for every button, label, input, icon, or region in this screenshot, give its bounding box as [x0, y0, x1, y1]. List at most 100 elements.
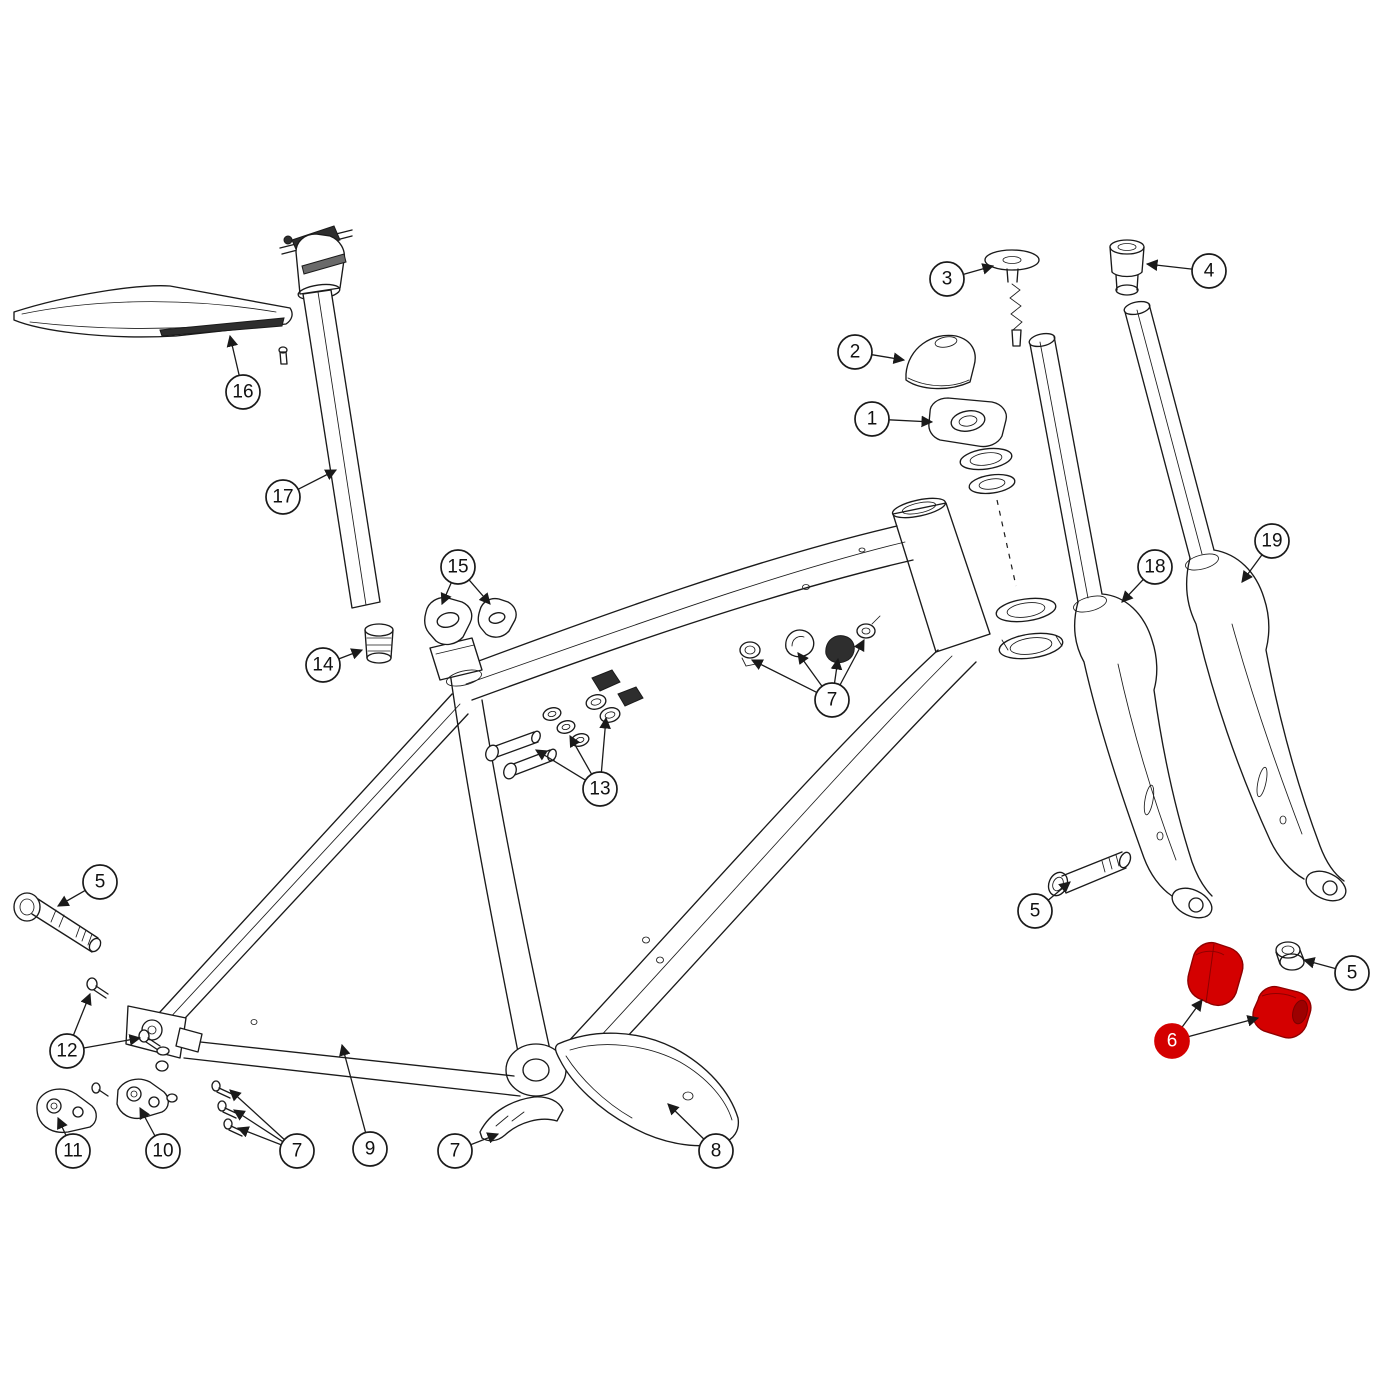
callout-5: 5 — [1017, 881, 1071, 929]
callout-15: 15 — [440, 549, 491, 606]
callout-14: 14 — [305, 647, 364, 683]
callout-number: 5 — [95, 872, 106, 893]
bolts-7-bottom — [211, 1080, 245, 1137]
callout-number: 11 — [63, 1141, 83, 1162]
cable-guide-clips-7 — [739, 615, 881, 667]
leader-line — [72, 992, 92, 1036]
callout-number: 19 — [1261, 531, 1282, 552]
callout-3: 3 — [929, 261, 995, 297]
callout-circle — [305, 647, 341, 683]
callout-number: 7 — [827, 690, 838, 711]
callout-circle — [225, 374, 261, 410]
callout-7: 7 — [750, 638, 865, 718]
callout-circle — [1254, 523, 1290, 559]
callout-4: 4 — [1145, 253, 1227, 289]
seatpost-head — [279, 225, 353, 301]
fork-18 — [1028, 332, 1213, 919]
leader-line — [1181, 999, 1203, 1028]
callout-circle — [854, 401, 890, 437]
callout-number: 3 — [942, 269, 953, 290]
callout-circle — [837, 334, 873, 370]
callout-circle — [1334, 955, 1370, 991]
callout-number: 9 — [365, 1139, 376, 1160]
leader-line — [339, 1043, 367, 1133]
leader-line — [1121, 578, 1144, 603]
callout-circle — [145, 1133, 181, 1169]
headset-bearings — [959, 447, 1064, 660]
callout-number: 7 — [292, 1141, 303, 1162]
callout-circle — [1191, 253, 1227, 289]
downtube-protector-8 — [554, 1032, 740, 1147]
callout-number: 5 — [1030, 901, 1041, 922]
seatpost-clamp-hardware-13 — [485, 669, 644, 780]
leader-line — [440, 582, 452, 606]
callout-1: 1 — [854, 401, 934, 437]
leader-line — [830, 657, 843, 684]
callout-number: 5 — [1347, 963, 1358, 984]
thru-axle-5-left — [13, 892, 102, 953]
chainstay-protector-7 — [479, 1096, 564, 1142]
expander-plug-4 — [1109, 239, 1145, 296]
headset-top-cover-1 — [928, 397, 1008, 448]
callout-circle — [55, 1133, 91, 1169]
callout-10: 10 — [139, 1106, 181, 1169]
fork-bumpers-6-highlighted — [1187, 941, 1312, 1039]
callout-5: 5 — [56, 864, 118, 907]
callout-number: 16 — [232, 382, 253, 403]
callout-number: 4 — [1204, 261, 1215, 282]
leader-line — [468, 579, 491, 605]
callout-circle — [698, 1133, 734, 1169]
callout-number: 6 — [1167, 1031, 1178, 1052]
leader-line — [871, 352, 906, 365]
callout-19: 19 — [1241, 523, 1290, 583]
callout-5: 5 — [1302, 955, 1370, 991]
leader-line — [229, 1089, 285, 1141]
leader-line — [1302, 957, 1336, 970]
leader-line — [83, 1034, 142, 1049]
callout-number: 12 — [56, 1041, 77, 1062]
seatpost-wing-cover — [13, 285, 293, 365]
callout-circle — [929, 261, 965, 297]
leader-line — [750, 659, 818, 693]
leader-line — [236, 1126, 282, 1146]
callout-circle — [49, 1033, 85, 1069]
callout-circle — [265, 479, 301, 515]
leader-line — [667, 1103, 705, 1140]
headset-cone-spacer-2 — [905, 334, 976, 390]
headset-top-cap-3 — [984, 249, 1040, 347]
dropout-bolts-12 — [86, 977, 170, 1056]
callout-circle — [1017, 893, 1053, 929]
callout-16: 16 — [225, 334, 261, 410]
leader-line — [1145, 259, 1193, 271]
leader-line — [569, 734, 593, 775]
callout-circle — [1137, 549, 1173, 585]
leader-line — [1047, 881, 1071, 901]
leader-line — [233, 1109, 284, 1143]
callout-11: 11 — [55, 1116, 91, 1169]
callout-circle — [82, 864, 118, 900]
callout-circle — [1154, 1023, 1190, 1059]
leader-line — [839, 638, 865, 686]
leader-line — [338, 648, 364, 660]
derailleur-hanger-11 — [36, 1088, 97, 1134]
callout-circle — [440, 549, 476, 585]
leader-line — [535, 749, 586, 781]
callout-8: 8 — [667, 1103, 734, 1169]
leader-line — [226, 334, 240, 376]
callout-number: 17 — [272, 487, 293, 508]
leader-line — [139, 1106, 156, 1137]
leader-line — [797, 652, 823, 687]
frame-outline — [159, 497, 991, 1097]
callout-circle — [814, 682, 850, 718]
leader-line — [470, 1132, 500, 1146]
callout-circle — [352, 1131, 388, 1167]
callout-number: 18 — [1144, 557, 1165, 578]
callout-number: 15 — [447, 557, 468, 578]
callout-18: 18 — [1121, 549, 1173, 603]
leader-line — [1188, 1015, 1260, 1038]
callout-7: 7 — [437, 1132, 500, 1169]
callout-number: 1 — [867, 409, 878, 430]
leader-line — [963, 263, 995, 276]
